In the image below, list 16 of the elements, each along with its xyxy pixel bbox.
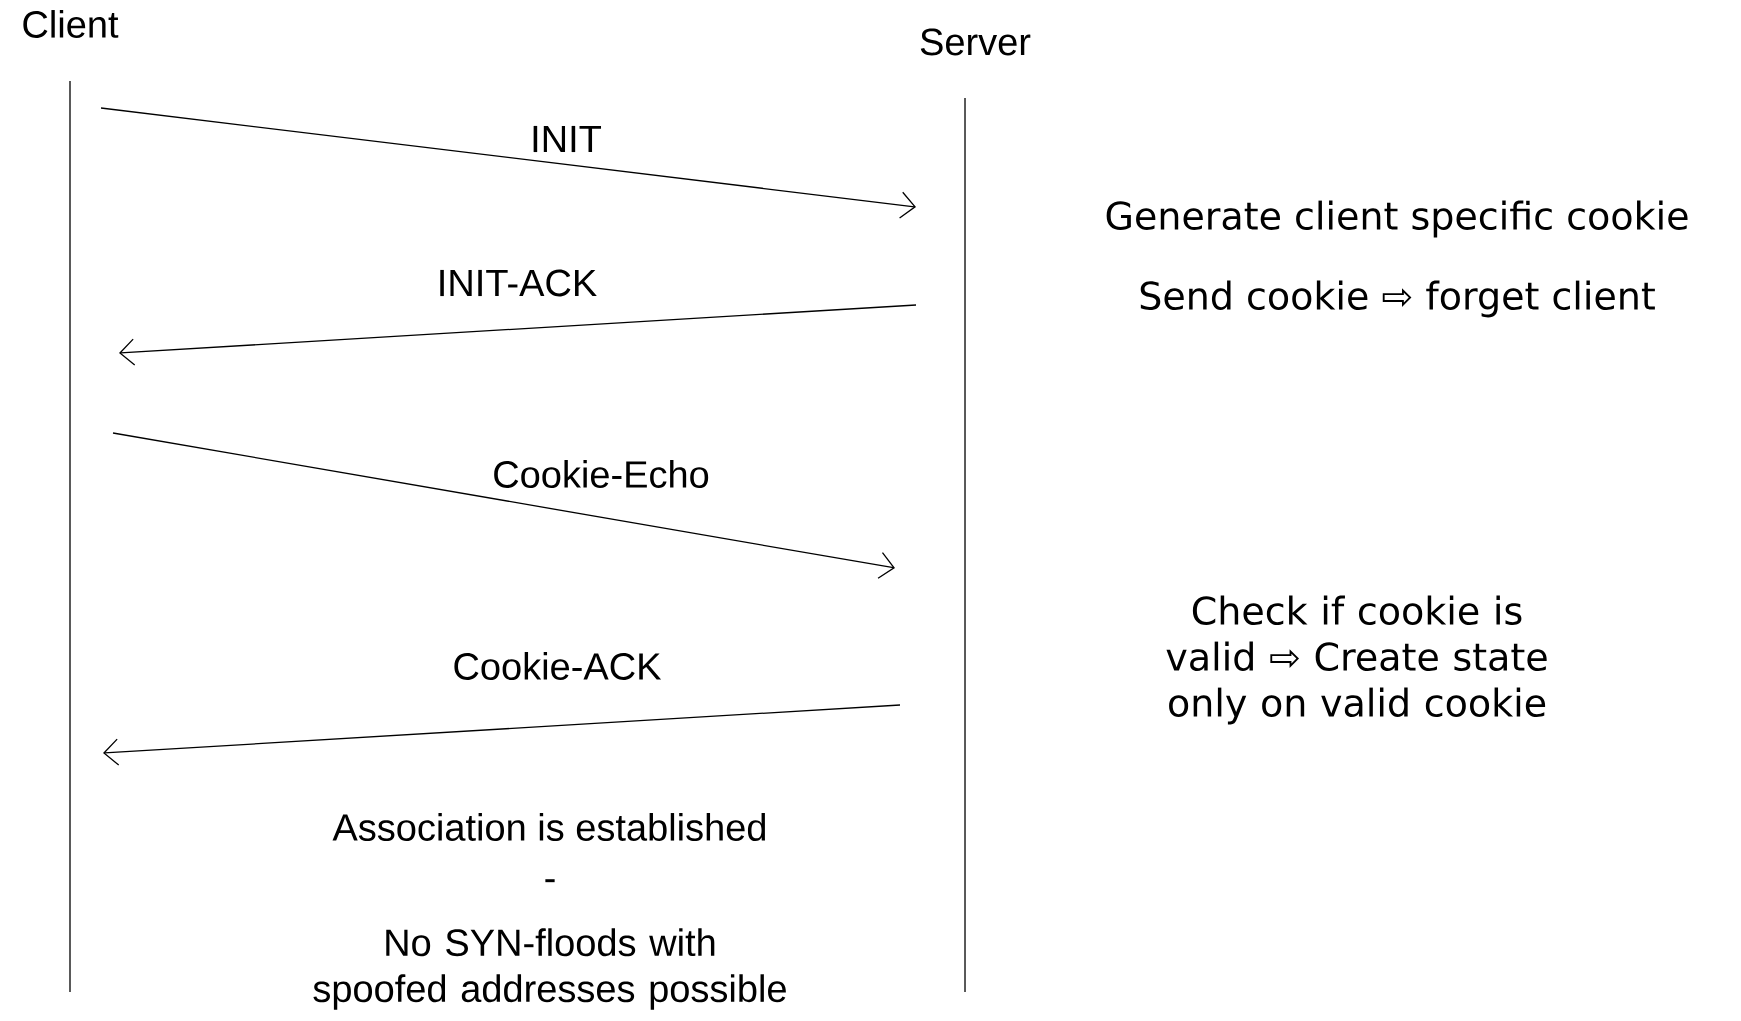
note-text: Check if cookie is valid ⇨ Create state only on valid cookie	[1166, 595, 1547, 725]
edge-label: INIT	[529, 124, 603, 154]
note-text: No SYN-floods with spoofed addresses possible	[313, 928, 786, 1010]
participant-lifeline: Client	[23, 10, 119, 993]
arrow	[119, 304, 917, 366]
arrow	[100, 107, 916, 219]
edge-label: INIT-ACK	[435, 268, 599, 298]
edge-label: Cookie-ACK	[451, 651, 663, 681]
note-text: Generate client specific cookie	[1106, 200, 1688, 238]
participant-lifeline: Server	[920, 28, 1031, 993]
arrow	[112, 432, 895, 579]
note-text: -	[545, 879, 555, 883]
note-text: Association is established	[332, 813, 765, 841]
note-text: Send cookie ⇨ forget client	[1140, 280, 1655, 318]
arrow	[103, 704, 901, 766]
edge-label: Cookie-Echo	[491, 459, 711, 489]
